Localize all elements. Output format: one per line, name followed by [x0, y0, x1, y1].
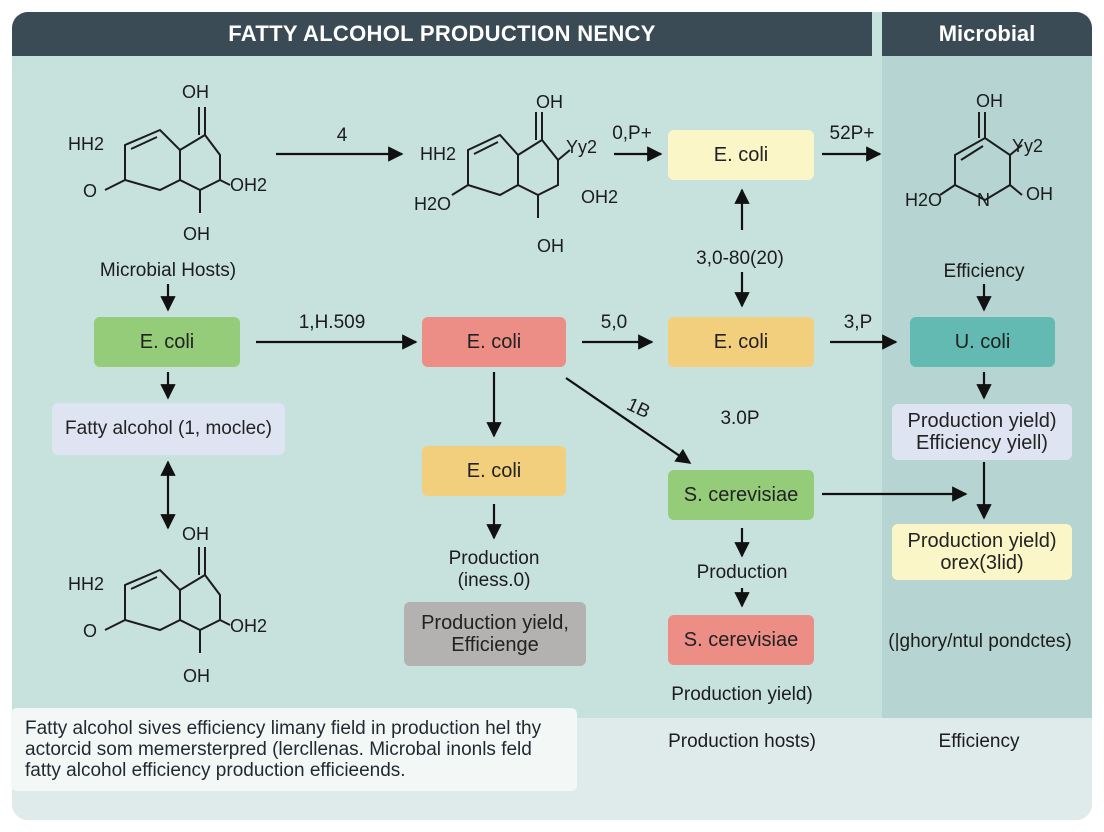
- footer-efficiency-label: Efficiency: [938, 731, 1020, 752]
- m2-oh-top: OH: [536, 92, 563, 112]
- top-ecoli-box: E. coli: [668, 130, 814, 180]
- efficiency-label: Efficiency: [943, 261, 1025, 282]
- production-mid-label: Production: [696, 562, 788, 583]
- arrow-mid3-label: 3,P: [843, 312, 873, 333]
- scerevisiae-red-box: S. cerevisiae: [668, 615, 814, 665]
- red-ecoli-box: E. coli: [422, 317, 566, 367]
- arrow-mid1-label: 1,H.509: [298, 312, 366, 333]
- molecule-2: [451, 112, 571, 218]
- footer-hosts-label: Production hosts): [668, 731, 816, 752]
- footer-note: Fatty alcohol sives efficiency limany fi…: [11, 708, 577, 791]
- m4-oh-bottom: OH: [183, 666, 210, 686]
- m1-oh-top: OH: [182, 82, 209, 102]
- m1-o: O: [83, 181, 97, 201]
- m3-oh: OH: [1026, 184, 1053, 204]
- gold-ecoli-box: E. coli: [422, 446, 566, 496]
- scerevisiae-green-box: S. cerevisiae: [668, 470, 814, 520]
- mid-ecoli-box: E. coli: [668, 317, 814, 367]
- molecule-3: [939, 112, 1023, 202]
- molecule-1: [104, 107, 231, 213]
- m1-hh2: HH2: [68, 134, 104, 154]
- m2-h2o: H2O: [414, 194, 451, 214]
- production-gray-box: Production yield, Efficienge: [404, 602, 586, 666]
- side-title: Microbial: [882, 12, 1092, 56]
- m4-oh2: OH2: [230, 616, 267, 636]
- vertical-label: 3,0-80(20): [696, 248, 784, 269]
- m3-h2o: H2O: [905, 190, 942, 210]
- m4-o: O: [83, 621, 97, 641]
- u-coli-box: U. coli: [910, 317, 1055, 367]
- m2-hh2: HH2: [420, 144, 456, 164]
- arrow-top1-label: 4: [336, 125, 348, 146]
- fatty-alcohol-box: Fatty alcohol (1, moclec): [52, 403, 285, 455]
- production-efficiency-box: Production yield) Efficiency yiell): [892, 404, 1072, 460]
- m3-n: N: [977, 190, 990, 210]
- production-iness-label: Production (iness.0): [448, 548, 540, 591]
- m2-yy: Yy2: [566, 137, 597, 157]
- production-yield-bottom-label: Production yield): [671, 684, 813, 705]
- molecule-4: [104, 547, 231, 653]
- ghory-label: (|ghory/ntul pondctes): [888, 631, 1072, 652]
- arrow-top2-label: 0,P+: [612, 123, 652, 144]
- m1-oh2: OH2: [230, 175, 267, 195]
- m3-yy: Yy2: [1012, 136, 1043, 156]
- m3-oh-top: OH: [976, 91, 1003, 111]
- arrow-mid2-label: 5,0: [600, 312, 628, 333]
- production-yellow-box: Production yield) orex(3lid): [892, 524, 1072, 580]
- page-title: FATTY ALCOHOL PRODUCTION NENCY: [12, 12, 872, 56]
- m1-oh-bottom: OH: [183, 224, 210, 244]
- host-ecoli-box: E. coli: [94, 317, 240, 367]
- m4-oh-top: OH: [182, 524, 209, 544]
- microbial-hosts-label: Microbial Hosts): [99, 260, 237, 281]
- m2-oh-bottom: OH: [537, 236, 564, 256]
- m2-oh2: OH2: [581, 187, 618, 207]
- arrow-diagonal: [565, 377, 692, 464]
- arrow-top3-label: 52P+: [829, 123, 875, 144]
- m4-hh2: HH2: [68, 574, 104, 594]
- label-30p: 3.0P: [720, 408, 760, 429]
